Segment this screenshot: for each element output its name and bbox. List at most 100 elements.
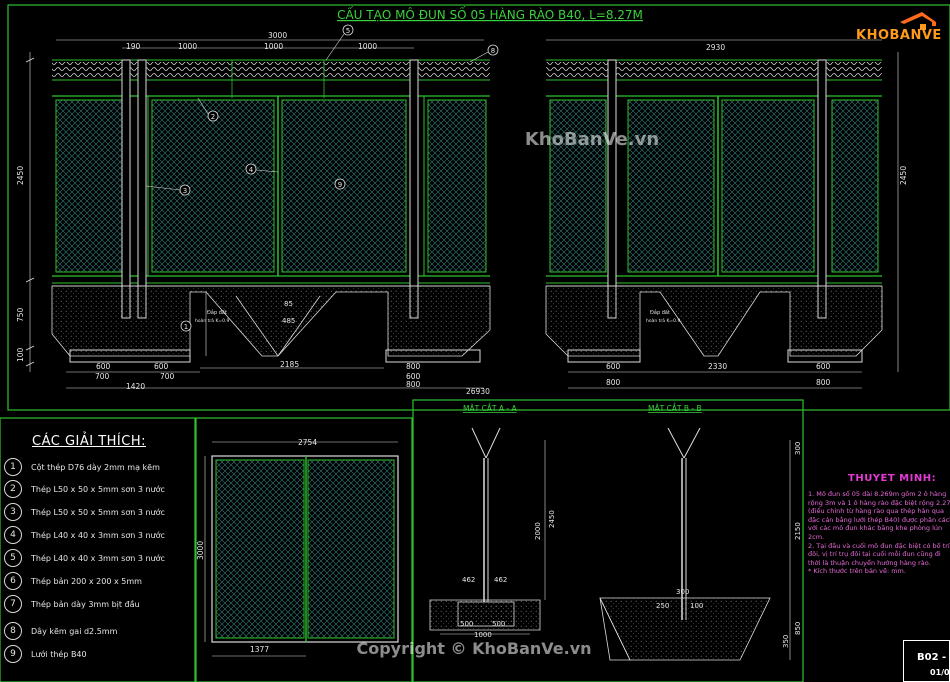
dim-sec-500-a: 500 <box>460 620 473 628</box>
right-elevation <box>545 39 899 389</box>
dim-800-b: 800 <box>406 380 421 389</box>
callout-1: 1 <box>184 323 188 331</box>
dim-600-b: 600 <box>154 362 169 371</box>
legend-item: 8 Dây kẽm gai d2.5mm <box>4 621 118 641</box>
label-dap-dat-1b: hoàn trả K=0.9 <box>195 317 229 324</box>
legend-text: Thép L40 x 40 x 3mm sơn 3 nước <box>31 553 165 563</box>
dim-1000-a: 1000 <box>178 42 197 51</box>
callout-4: 4 <box>249 166 254 174</box>
dim-2450-left: 2450 <box>16 166 25 185</box>
legend: CÁC GIẢI THÍCH: 1 Cột thép D76 dày 2mm m… <box>4 422 195 680</box>
dim-gate-2754: 2754 <box>298 438 317 447</box>
section-a: MẶT CẮT A - A 1000 500 500 462 462 2450 … <box>429 403 556 639</box>
legend-item: 1 Cột thép D76 dày 2mm mạ kẽm <box>4 457 160 477</box>
legend-text: Thép L50 x 50 x 5mm sơn 3 nước <box>31 484 165 494</box>
dim-secb-100: 100 <box>690 602 703 610</box>
legend-num: 4 <box>4 526 22 544</box>
legend-num: 3 <box>4 503 22 521</box>
dim-700-a: 700 <box>95 372 110 381</box>
legend-num: 8 <box>4 622 22 640</box>
left-elevation <box>25 39 491 389</box>
dim-r-600-a: 600 <box>606 362 621 371</box>
dim-1000-b: 1000 <box>264 42 283 51</box>
legend-item: 7 Thép bản dày 3mm bịt đầu <box>4 594 140 614</box>
dim-r-600-b: 600 <box>816 362 831 371</box>
dim-secb-850: 850 <box>794 622 802 635</box>
dim-800-a: 800 <box>406 362 421 371</box>
dim-3000: 3000 <box>268 31 287 40</box>
notes-panel: THUYẾT MINH: 1. Mô đun số 05 dài 8.269m … <box>808 473 950 633</box>
legend-num: 5 <box>4 549 22 567</box>
callout-6: 5 <box>346 27 350 35</box>
dim-26930: 26930 <box>466 387 490 396</box>
legend-text: Cột thép D76 dày 2mm mạ kẽm <box>31 462 160 472</box>
legend-title: CÁC GIẢI THÍCH: <box>32 434 147 449</box>
notes-line: * Kích thước trên bản vẽ: mm. <box>808 567 906 576</box>
legend-item: 2 Thép L50 x 50 x 5mm sơn 3 nước <box>4 479 165 499</box>
dim-485: 485 <box>282 317 295 325</box>
title-block: B02 - 01/0 <box>903 640 950 682</box>
legend-num: 7 <box>4 595 22 613</box>
section-a-title: MẶT CẮT A - A <box>463 403 518 413</box>
post-left-1 <box>121 59 131 319</box>
barbed-wire-left <box>52 62 490 78</box>
notes-line: 2cm. <box>808 532 825 541</box>
legend-text: Lưới thép B40 <box>31 649 87 659</box>
legend-text: Thép L40 x 40 x 3mm sơn 3 nước <box>31 530 165 540</box>
dim-r-800-b: 800 <box>816 378 831 387</box>
notes-line: 2. Tại đầu và cuối mô đun đặc biệt có bố… <box>808 541 950 550</box>
notes-line: (điều chỉnh từ hàng rào qua thép hàn qua <box>808 507 944 516</box>
house-icon <box>900 12 936 30</box>
dim-sec-462-a: 462 <box>462 576 475 584</box>
dim-secb-300b: 300 <box>676 588 689 596</box>
dim-700-b: 700 <box>160 372 175 381</box>
legend-text: Thép bản 200 x 200 x 5mm <box>31 576 142 586</box>
dim-sec-1000: 1000 <box>474 631 492 639</box>
legend-num: 6 <box>4 572 22 590</box>
legend-num: 9 <box>4 645 22 663</box>
notes-line: rộng 3m và 1 ô hàng rào đặc biệt rộng 2.… <box>808 498 950 507</box>
dim-secb-350: 350 <box>782 635 790 648</box>
legend-frame <box>0 417 196 682</box>
upper-frame <box>7 4 950 411</box>
post-left-2 <box>137 59 147 319</box>
sheet-number: 01/0 <box>930 668 950 677</box>
notes-line: đôi, vị trí trụ đôi tại cuối mỗi đun cũn… <box>808 550 941 559</box>
dim-secb-2150: 2150 <box>794 522 802 540</box>
legend-num: 2 <box>4 480 22 498</box>
notes-line: đặc cán bằng lưới thép B40) được phân cá… <box>808 515 950 524</box>
section-b-title: MẶT CẮT B - B <box>648 403 702 413</box>
notes-line: 1. Mô đun số 05 dài 8.269m gồm 2 ô hàng <box>808 490 947 498</box>
legend-item: 9 Lưới thép B40 <box>4 644 87 664</box>
dim-2930: 2930 <box>706 43 725 52</box>
legend-item: 3 Thép L50 x 50 x 5mm sơn 3 nước <box>4 502 165 522</box>
label-dap-dat-1: Đắp đất <box>207 309 227 316</box>
legend-text: Dây kẽm gai d2.5mm <box>31 626 118 636</box>
callout-9: 9 <box>338 181 342 189</box>
legend-item: 4 Thép L40 x 40 x 3mm sơn 3 nước <box>4 525 165 545</box>
watermark-center: KhoBanVe.vn <box>525 129 659 150</box>
dim-85: 85 <box>284 300 293 308</box>
dim-190: 190 <box>126 42 141 51</box>
dim-100-left: 100 <box>16 347 25 362</box>
dim-600-c: 600 <box>406 372 421 381</box>
legend-text: Thép bản dày 3mm bịt đầu <box>31 599 140 609</box>
khobanve-logo: KHOBANVE <box>852 12 942 52</box>
legend-num: 1 <box>4 458 22 476</box>
dim-gate-1377: 1377 <box>250 645 269 654</box>
gate-elevation <box>204 441 399 657</box>
dim-secb-300: 300 <box>794 442 802 455</box>
notes-title: THUYẾT MINH: <box>848 473 937 484</box>
dim-sec-2450: 2450 <box>548 510 556 528</box>
legend-text: Thép L50 x 50 x 5mm sơn 3 nước <box>31 507 165 517</box>
dim-1420: 1420 <box>126 382 145 391</box>
post-left-3 <box>409 59 419 319</box>
notes-line: thời là thuận chuyển hướng hàng rào. <box>808 558 931 567</box>
label-dap-dat-2b: hoàn trả K=0.9 <box>646 317 680 324</box>
section-b: MẶT CẮT B - B 2150 300 850 350 300 250 1… <box>599 403 802 661</box>
callout-8: 8 <box>491 47 495 55</box>
dim-sec-462-b: 462 <box>494 576 507 584</box>
gate-frame <box>195 417 413 682</box>
watermark-bottom: Copyright © KhoBanVe.vn <box>356 639 591 658</box>
dim-2330: 2330 <box>708 362 727 371</box>
